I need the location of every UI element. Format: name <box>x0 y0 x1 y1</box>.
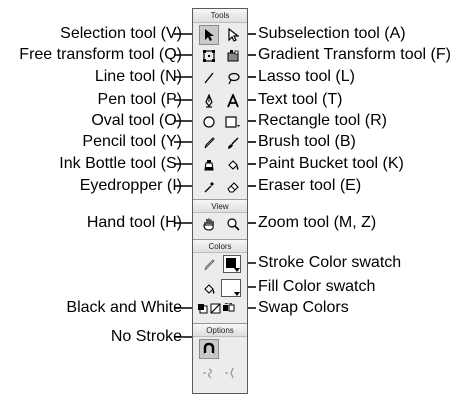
label-text-tool: Text tool (T) <box>258 91 343 108</box>
label-oval-tool: Oval tool (O) <box>91 112 182 129</box>
black-white-icon <box>197 303 207 313</box>
subselection-tool-button[interactable] <box>223 25 243 45</box>
eraser-tool-button[interactable] <box>223 177 243 197</box>
magnifier-icon <box>227 218 240 231</box>
lasso-icon <box>228 72 240 85</box>
pen-tool-button[interactable] <box>199 91 219 111</box>
label-line-tool: Line tool (N) <box>94 68 182 85</box>
fill-bucket-indicator <box>199 279 219 299</box>
free-transform-icon <box>203 50 215 62</box>
straighten-button[interactable] <box>220 363 240 383</box>
tools-header: Tools <box>193 9 247 23</box>
lasso-tool-button[interactable] <box>223 68 243 88</box>
swatch-dropdown-icon <box>234 268 240 272</box>
black-and-white-button[interactable] <box>195 301 209 315</box>
paint-bucket-icon <box>228 160 239 170</box>
label-eraser-tool: Eraser tool (E) <box>258 177 362 194</box>
label-pencil-tool: Pencil tool (Y) <box>82 133 182 150</box>
swap-colors-icon <box>223 302 235 311</box>
selection-tool-button[interactable] <box>199 25 219 45</box>
ink-bottle-icon <box>204 160 214 171</box>
label-lasso-tool: Lasso tool (L) <box>258 68 355 85</box>
smooth-button[interactable] <box>198 363 218 383</box>
pencil-icon <box>204 259 215 271</box>
stroke-pencil-indicator <box>199 255 219 275</box>
label-eyedropper: Eyedropper (I) <box>79 177 182 194</box>
paint-bucket-tool-button[interactable] <box>223 155 243 175</box>
label-swap-colors: Swap Colors <box>258 299 349 316</box>
label-subselection-tool: Subselection tool (A) <box>258 25 406 42</box>
label-ink-bottle-tool: Ink Bottle tool (S) <box>59 155 182 172</box>
options-header: Options <box>193 323 247 337</box>
label-selection-tool: Selection tool (V) <box>60 25 182 42</box>
hollow-arrow-icon <box>228 28 239 42</box>
label-zoom-tool: Zoom tool (M, Z) <box>258 214 377 231</box>
label-stroke-color-swatch: Stroke Color swatch <box>258 254 402 271</box>
tools-panel: Tools <box>192 8 248 394</box>
colors-header: Colors <box>193 239 247 253</box>
pencil-tool-button[interactable] <box>199 133 219 153</box>
swap-colors-button[interactable] <box>221 301 237 315</box>
hand-tool-button[interactable] <box>199 214 219 234</box>
eyedropper-tool-button[interactable] <box>199 177 219 197</box>
magnet-icon <box>203 342 215 355</box>
label-gradient-transform-tool: Gradient Transform tool (F) <box>258 46 451 63</box>
swatch-dropdown-icon <box>234 292 240 296</box>
label-brush-tool: Brush tool (B) <box>258 133 356 150</box>
ink-bottle-tool-button[interactable] <box>199 155 219 175</box>
label-hand-tool: Hand tool (H) <box>86 214 182 231</box>
line-icon <box>204 72 214 84</box>
rectangle-tool-button[interactable] <box>223 112 243 132</box>
hand-icon <box>203 218 214 231</box>
free-transform-tool-button[interactable] <box>199 46 219 66</box>
paint-bucket-icon <box>204 284 215 294</box>
text-a-icon <box>227 94 239 108</box>
fill-color-swatch[interactable] <box>221 279 241 297</box>
view-header: View <box>193 199 247 213</box>
arrow-icon <box>205 29 214 41</box>
smooth-icon <box>203 368 212 379</box>
eyedropper-icon <box>204 182 214 193</box>
pen-nib-icon <box>205 94 213 108</box>
gradient-transform-icon <box>227 50 239 62</box>
rectangle-icon <box>225 116 240 128</box>
oval-icon <box>203 116 215 128</box>
no-color-icon <box>210 303 220 313</box>
pencil-icon <box>204 137 215 149</box>
line-tool-button[interactable] <box>199 68 219 88</box>
stroke-color-swatch[interactable] <box>223 255 241 273</box>
brush-tool-button[interactable] <box>223 133 243 153</box>
label-pen-tool: Pen tool (P) <box>97 91 182 108</box>
gradient-transform-tool-button[interactable] <box>223 46 243 66</box>
snap-to-objects-button[interactable] <box>199 339 219 359</box>
label-no-stroke: No Stroke <box>110 328 182 345</box>
straighten-icon <box>225 367 234 379</box>
eraser-icon <box>227 182 239 193</box>
label-black-and-white: Black and White <box>66 299 182 316</box>
label-free-transform-tool: Free transform tool (Q) <box>19 46 182 63</box>
label-fill-color-swatch: Fill Color swatch <box>258 278 376 295</box>
label-paint-bucket-tool: Paint Bucket tool (K) <box>258 155 404 172</box>
label-rectangle-tool: Rectangle tool (R) <box>258 112 387 129</box>
text-tool-button[interactable] <box>223 91 243 111</box>
oval-tool-button[interactable] <box>199 112 219 132</box>
no-stroke-button[interactable] <box>208 301 222 315</box>
brush-icon <box>228 137 239 149</box>
zoom-tool-button[interactable] <box>223 214 243 234</box>
